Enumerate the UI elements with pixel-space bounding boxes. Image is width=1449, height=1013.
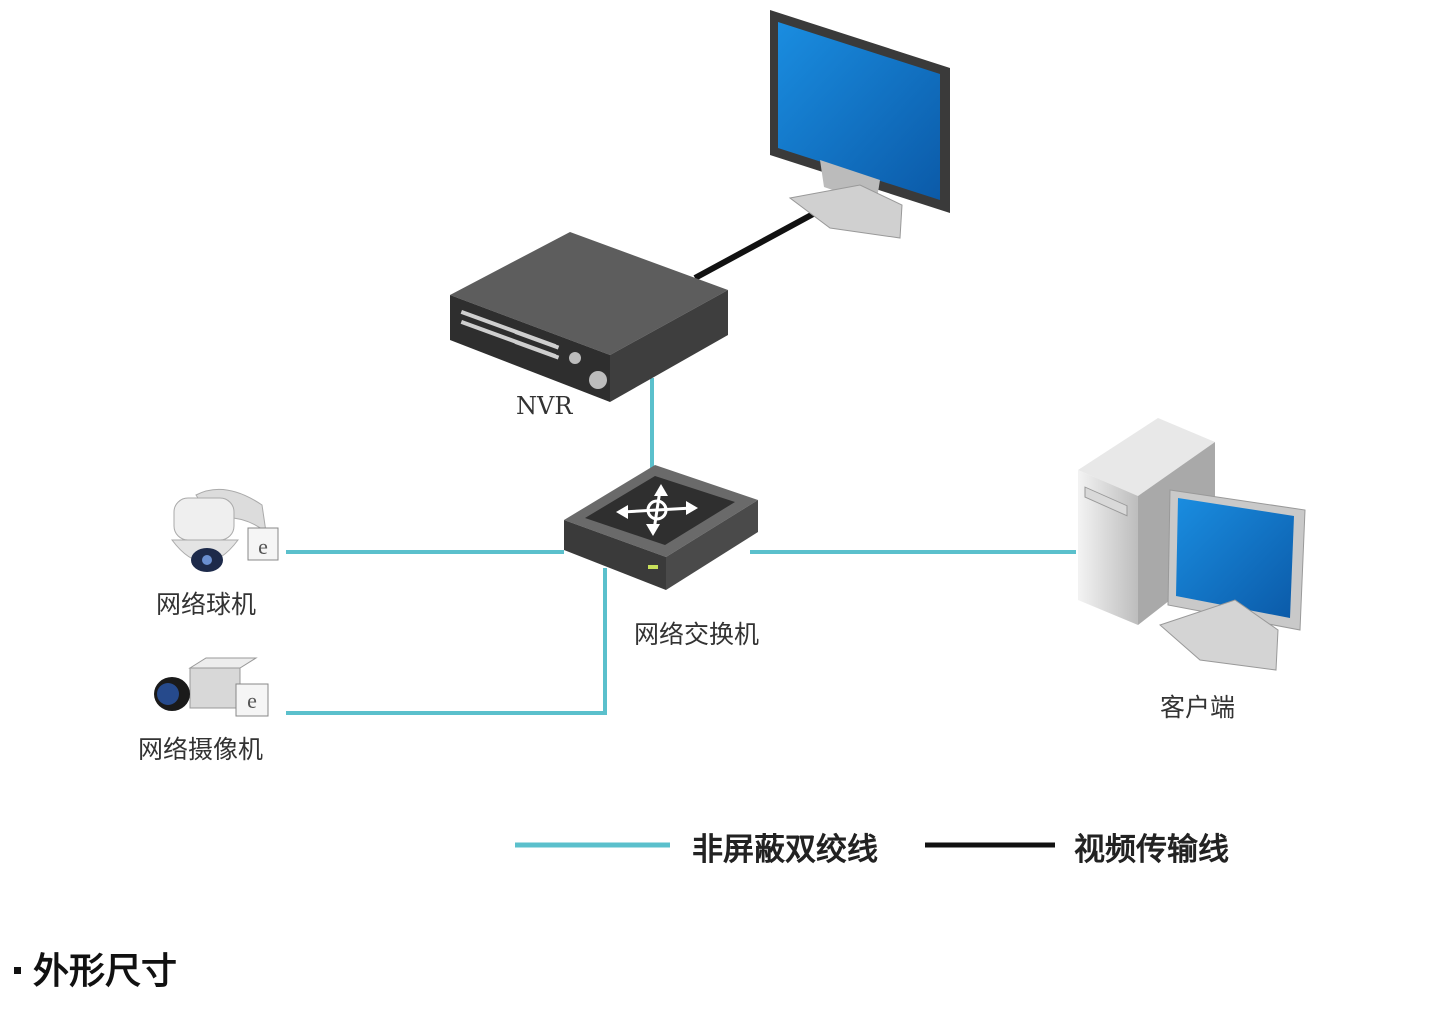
client-label: 客户端: [1160, 693, 1236, 722]
legend-video-label: 视频传输线: [1074, 832, 1229, 868]
nvr-device-icon: [450, 232, 728, 402]
bullet-icon: [14, 966, 21, 974]
monitor-icon: [770, 10, 950, 239]
section-heading-text: 外形尺寸: [33, 951, 178, 992]
switch-label: 网络交换机: [634, 620, 760, 649]
video-line-nvr-monitor: [693, 210, 817, 281]
client-pc-icon: [1078, 418, 1306, 671]
svg-text:e: e: [258, 534, 268, 559]
switch-arrows-icon: [621, 489, 693, 531]
dome-camera-label: 网络球机: [156, 590, 257, 619]
section-heading: 外形尺寸: [14, 942, 177, 994]
nvr-label: NVR: [516, 392, 573, 420]
svg-text:e: e: [247, 688, 257, 713]
dome-camera-icon: e: [170, 488, 279, 572]
box-camera-label: 网络摄像机: [138, 735, 264, 764]
box-camera-icon: e: [154, 657, 269, 717]
legend-utp-label: 非屏蔽双绞线: [692, 832, 878, 868]
network-switch-icon: [564, 465, 758, 590]
connections: [286, 210, 1076, 715]
utp-line-box-camera-switch: [286, 568, 607, 715]
